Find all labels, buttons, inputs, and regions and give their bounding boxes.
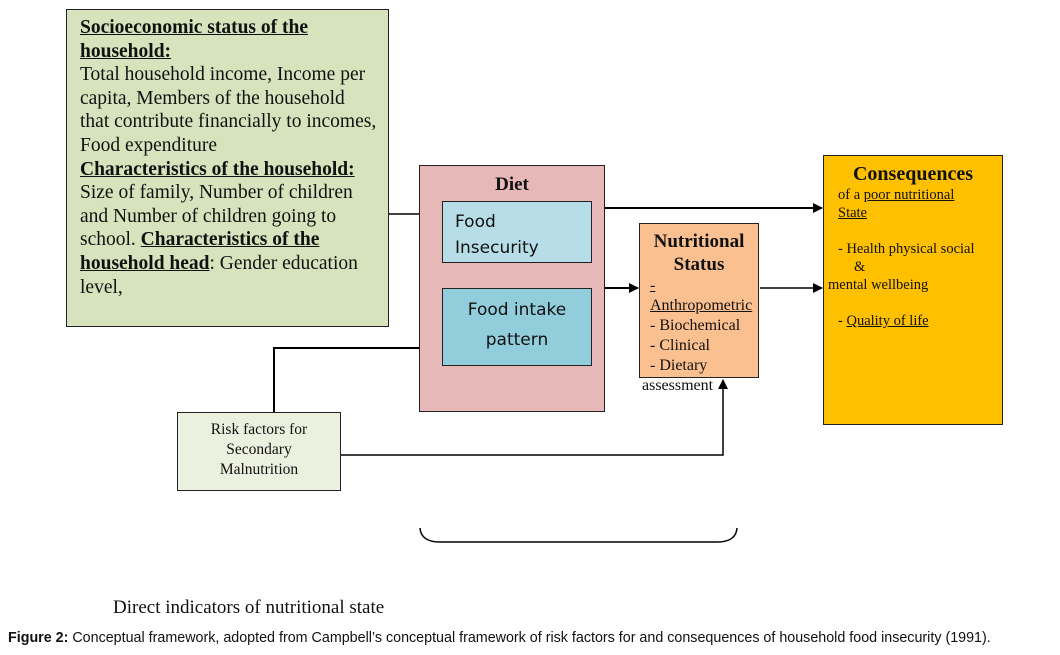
food-intake-pattern-box: Food intake pattern bbox=[442, 288, 592, 366]
nutritional-status-title-line1: Nutritional bbox=[653, 231, 745, 252]
indicator-biochemical: - Biochemical bbox=[650, 317, 741, 334]
caption-label: Figure 2: bbox=[8, 630, 69, 646]
household-head-heading: Characteristics of the household head bbox=[80, 229, 320, 274]
consequence-health: - Health physical social bbox=[838, 241, 975, 257]
diet-box: Diet Food Insecurity Food intake pattern bbox=[419, 165, 605, 412]
diet-title: Diet bbox=[495, 174, 529, 195]
consequences-title: Consequences bbox=[852, 163, 973, 185]
indicator-clinical: - Clinical bbox=[650, 337, 710, 354]
risk-line2: Secondary bbox=[226, 441, 292, 458]
risk-line1: Risk factors for bbox=[210, 421, 308, 438]
nutritional-status-box: Nutritional Status - Anthropometric - Bi… bbox=[639, 223, 759, 394]
household-characteristics-heading: Characteristics of the household: bbox=[80, 158, 355, 180]
arrow-risk-to-nutritional-status bbox=[341, 379, 728, 456]
consequences-sub-line2: State bbox=[838, 205, 867, 221]
consequence-quality-dash: - bbox=[838, 313, 847, 329]
arrow-risk-to-food-intake bbox=[273, 343, 432, 412]
consequences-sub-prefix: of a bbox=[838, 187, 864, 203]
consequences-box: Consequences of a poor nutritional State… bbox=[823, 155, 1003, 425]
consequences-sub-underlined: poor nutritional bbox=[863, 187, 955, 203]
consequence-health-amp: & bbox=[854, 259, 866, 275]
food-intake-line1: Food intake bbox=[467, 300, 567, 320]
consequence-health-line2: mental wellbeing bbox=[828, 277, 929, 293]
brace-direct-indicators bbox=[419, 527, 738, 543]
ses-heading: Socioeconomic status of the household: bbox=[80, 17, 309, 62]
figure-caption: Figure 2: Conceptual framework, adopted … bbox=[8, 630, 991, 646]
food-intake-line2: pattern bbox=[485, 330, 549, 350]
indicator-dietary: - Dietary bbox=[650, 357, 708, 374]
caption-text: Conceptual framework, adopted from Campb… bbox=[68, 630, 991, 646]
indicator-dietary-line2: assessment bbox=[642, 377, 714, 394]
household-head-text: : Gender education level, bbox=[80, 252, 358, 298]
ses-text: Total household income, Income per capit… bbox=[80, 64, 377, 156]
nutritional-status-title: Nutritional Status bbox=[640, 230, 758, 276]
food-insecurity-line1: Food bbox=[455, 212, 496, 232]
consequence-quality-of-life: Quality of life bbox=[846, 313, 929, 329]
food-insecurity-box: Food Insecurity bbox=[442, 201, 592, 263]
direct-indicators-label: Direct indicators of nutritional state bbox=[113, 597, 385, 618]
household-characteristics-text: Size of family, Number of children and N… bbox=[80, 182, 353, 251]
socioeconomic-status-box: Socioeconomic status of the household: T… bbox=[66, 9, 389, 327]
nutritional-status-title-line2: Status bbox=[673, 254, 725, 275]
indicator-anthropometric: - Anthropometric bbox=[650, 277, 753, 314]
risk-line3: Malnutrition bbox=[219, 461, 299, 478]
risk-factors-box: Risk factors for Secondary Malnutrition bbox=[177, 412, 341, 491]
food-insecurity-line2: Insecurity bbox=[455, 238, 539, 258]
